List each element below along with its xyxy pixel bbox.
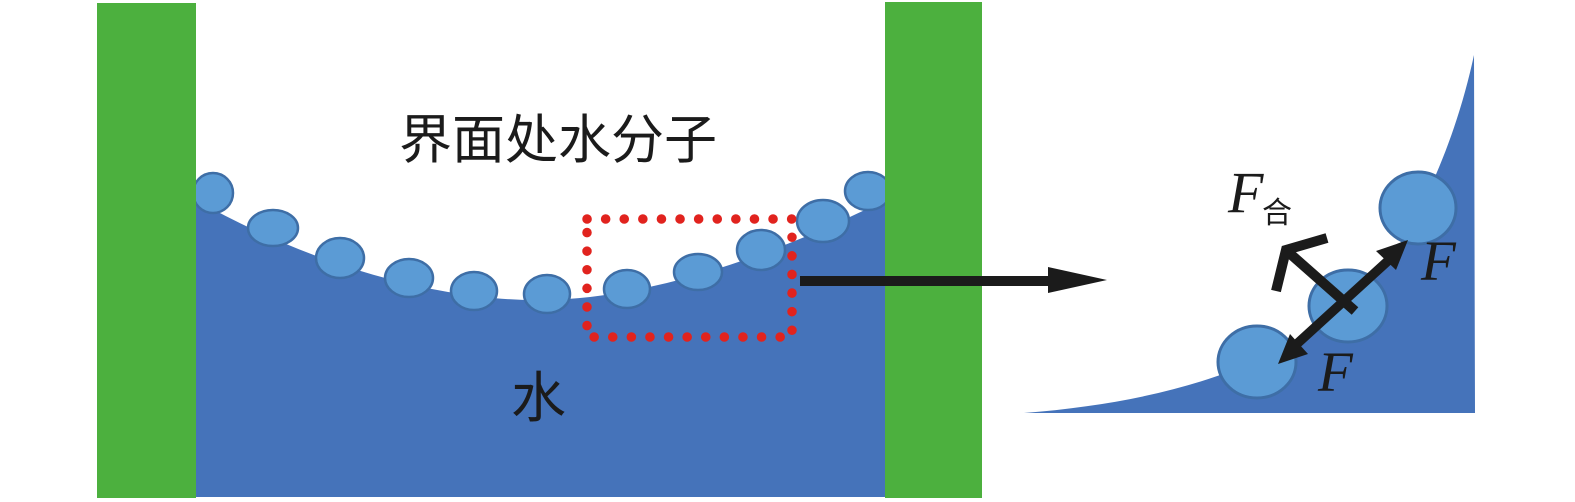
interface-molecules-label: 界面处水分子 bbox=[399, 112, 717, 170]
surface-molecules bbox=[191, 170, 893, 315]
net-force-arrow-head-icon bbox=[1271, 233, 1329, 293]
highlight-dotted-box bbox=[582, 214, 797, 342]
water-molecule-icon bbox=[314, 236, 366, 280]
water-molecule-icon bbox=[449, 270, 499, 312]
water-molecule-icon bbox=[383, 257, 435, 299]
water-molecule-icon bbox=[191, 171, 235, 215]
magnified-view: F 合 F F bbox=[1024, 55, 1475, 413]
water-molecule-icon bbox=[246, 208, 300, 248]
net-force-subscript: 合 bbox=[1262, 197, 1292, 230]
water-molecule-icon bbox=[795, 198, 851, 244]
right-wall bbox=[885, 2, 982, 498]
water-molecule-icon bbox=[1216, 324, 1298, 400]
zoom-arrow-head-icon bbox=[1048, 267, 1107, 293]
net-force-arrow-shaft bbox=[1283, 247, 1359, 315]
net-force-label: F bbox=[1227, 160, 1264, 225]
arrow-head-upper-icon bbox=[1376, 240, 1408, 270]
water-molecule-icon bbox=[672, 252, 724, 292]
left-wall bbox=[97, 3, 196, 498]
water-molecule-icon bbox=[602, 268, 652, 310]
container-walls bbox=[97, 2, 982, 498]
water-molecule-icon bbox=[735, 228, 787, 272]
water-molecule-icon bbox=[522, 273, 572, 315]
water-label: 水 bbox=[511, 368, 566, 429]
net-force-arrow bbox=[1271, 233, 1359, 315]
water-molecule-icon bbox=[1378, 170, 1458, 246]
attraction-force-arrow bbox=[1278, 240, 1408, 364]
arrow-head-lower-icon bbox=[1278, 334, 1308, 364]
zoom-arrow bbox=[800, 267, 1107, 293]
water-molecule-icon bbox=[843, 170, 893, 212]
force-label-upper: F bbox=[1420, 230, 1457, 293]
force-label-lower: F bbox=[1317, 341, 1354, 404]
attraction-arrow-shaft bbox=[1284, 255, 1394, 356]
